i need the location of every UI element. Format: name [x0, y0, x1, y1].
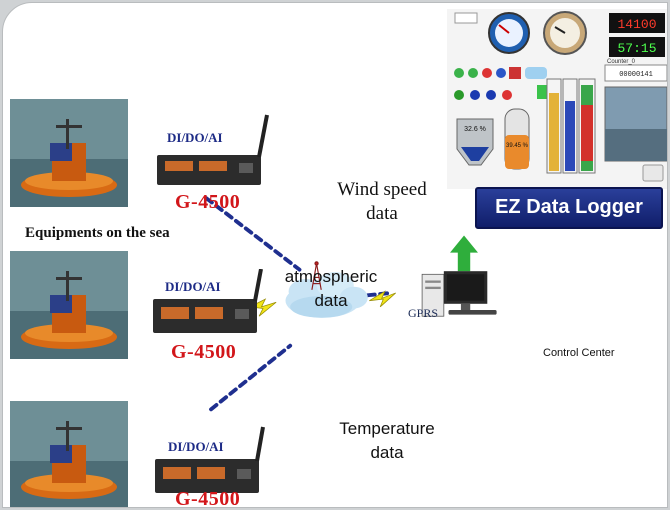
clock-display-top [609, 13, 665, 33]
wind-speed-line1: Wind speed [337, 179, 427, 200]
counter-value: 00000141 [619, 71, 653, 79]
buoy-photo-3 [10, 401, 128, 507]
connection-lines [204, 196, 497, 412]
temperature-line1: Temperature [339, 419, 435, 438]
clock-top-text: 14100 [617, 17, 656, 32]
gprs-cloud-icon [285, 271, 368, 318]
gprs-label: GPRS [408, 306, 439, 320]
lightning-icon [248, 298, 277, 317]
buoy-photo-1 [10, 99, 128, 207]
device-3-icon [155, 426, 265, 493]
link-temperature [209, 343, 293, 412]
dashboard-screenshot: 14100 57:15 Counter_0 00000141 32.6 % 39… [447, 9, 667, 189]
control-center-label: Control Center [543, 347, 615, 359]
device-1-icon [157, 114, 269, 185]
temperature-label: Temperature data [327, 417, 447, 465]
link-control [365, 290, 393, 298]
device-2-model: G-4500 [171, 341, 237, 363]
tank-left-percent: 32.6 % [464, 126, 486, 133]
temperature-line2: data [370, 443, 404, 462]
device-2-icon [153, 269, 263, 333]
buoy-photo-2 [10, 251, 128, 359]
wind-speed-label: Wind speed data [321, 178, 443, 226]
lightning-icon-2 [369, 290, 396, 308]
computer-icon [421, 271, 497, 317]
ez-data-logger-label: EZ Data Logger [495, 196, 643, 218]
radio-tower-icon [311, 261, 322, 290]
device-3-io-label: DI/DO/AI [168, 439, 224, 454]
tank-right-percent: 39.45 % [506, 143, 529, 149]
atmospheric-line2: data [314, 291, 348, 310]
ez-data-logger-banner: EZ Data Logger [475, 187, 663, 229]
device-1-io-label: DI/DO/AI [167, 130, 223, 145]
clock-display-bottom [609, 37, 665, 57]
device-2-io-label: DI/DO/AI [165, 279, 221, 294]
atmospheric-line1: atmospheric [284, 267, 378, 286]
clock-bottom-text: 57:15 [617, 41, 656, 56]
atmospheric-label: atmospheric data [273, 265, 389, 313]
upload-arrow-icon [450, 235, 478, 272]
device-3-model: G-4500 [175, 488, 241, 508]
link-wind [204, 196, 302, 272]
wind-speed-line2: data [366, 203, 398, 224]
sea-equipment-caption: Equipments on the sea [25, 225, 170, 241]
device-1-model: G-4500 [175, 191, 241, 213]
counter-label: Counter_0 [607, 59, 636, 65]
